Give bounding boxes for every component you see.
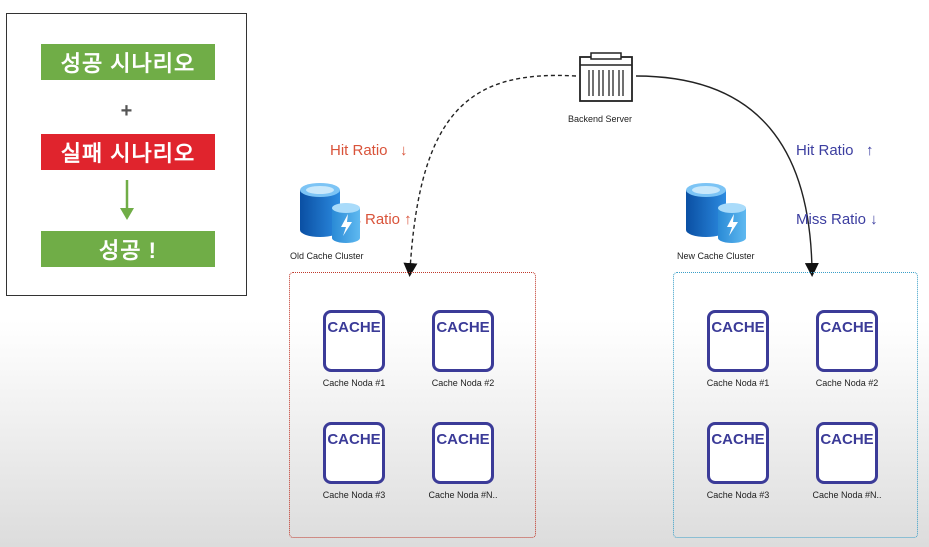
cache-icon: CACHE	[816, 422, 878, 484]
cache-icon: CACHE	[816, 310, 878, 372]
scenario-flow-panel: 성공 시나리오 + 실패 시나리오 성공 !	[6, 13, 247, 296]
new-miss-ratio: Miss Ratio ↓	[796, 211, 878, 228]
cache-icon: CACHE	[432, 422, 494, 484]
new-cache-node-1: CACHE Cache Noda #1	[698, 310, 778, 388]
new-cache-cluster-label: New Cache Cluster	[677, 251, 755, 261]
backend-server-icon	[579, 52, 633, 102]
success-scenario-box: 성공 시나리오	[41, 44, 215, 80]
solid-arrow-to-new-cluster	[635, 75, 819, 277]
plus-sign: +	[120, 100, 133, 122]
new-cache-node-n: CACHE Cache Noda #N..	[807, 422, 887, 500]
old-cache-node-2: CACHE Cache Noda #2	[423, 310, 503, 388]
new-hit-ratio: Hit Ratio ↑	[796, 142, 874, 159]
cache-node-label: Cache Noda #2	[815, 378, 879, 388]
old-hit-ratio: Hit Ratio ↓	[330, 142, 408, 159]
cache-icon: CACHE	[707, 310, 769, 372]
new-cache-cluster-icon	[686, 183, 746, 243]
dashed-arrow-to-old-cluster	[403, 74, 577, 277]
new-cache-cluster-container: CACHE Cache Noda #1 CACHE Cache Noda #2 …	[673, 272, 918, 538]
old-cache-node-1: CACHE Cache Noda #1	[314, 310, 394, 388]
backend-server-label: Backend Server	[568, 114, 633, 124]
cache-node-label: Cache Noda #1	[322, 378, 386, 388]
cache-icon: CACHE	[323, 310, 385, 372]
old-cache-cluster-label: Old Cache Cluster	[290, 251, 364, 261]
result-success-box: 성공 !	[41, 231, 215, 267]
old-cache-cluster-container: CACHE Cache Noda #1 CACHE Cache Noda #2 …	[289, 272, 536, 538]
failure-scenario-box: 실패 시나리오	[41, 134, 215, 170]
new-cache-node-3: CACHE Cache Noda #3	[698, 422, 778, 500]
cache-node-label: Cache Noda #3	[706, 490, 770, 500]
old-cache-node-n: CACHE Cache Noda #N..	[423, 422, 503, 500]
cache-node-label: Cache Noda #N..	[812, 490, 882, 500]
cache-icon: CACHE	[707, 422, 769, 484]
old-cache-cluster-icon	[300, 183, 360, 243]
new-cache-node-2: CACHE Cache Noda #2	[807, 310, 887, 388]
cache-icon: CACHE	[323, 422, 385, 484]
cache-node-label: Cache Noda #2	[431, 378, 495, 388]
cache-node-label: Cache Noda #N..	[428, 490, 498, 500]
cache-node-label: Cache Noda #3	[322, 490, 386, 500]
cache-icon: CACHE	[432, 310, 494, 372]
cache-node-label: Cache Noda #1	[706, 378, 770, 388]
down-arrow-icon	[120, 180, 134, 220]
new-ratio-block: Hit Ratio ↑ Miss Ratio ↓	[796, 93, 878, 254]
old-cache-node-3: CACHE Cache Noda #3	[314, 422, 394, 500]
